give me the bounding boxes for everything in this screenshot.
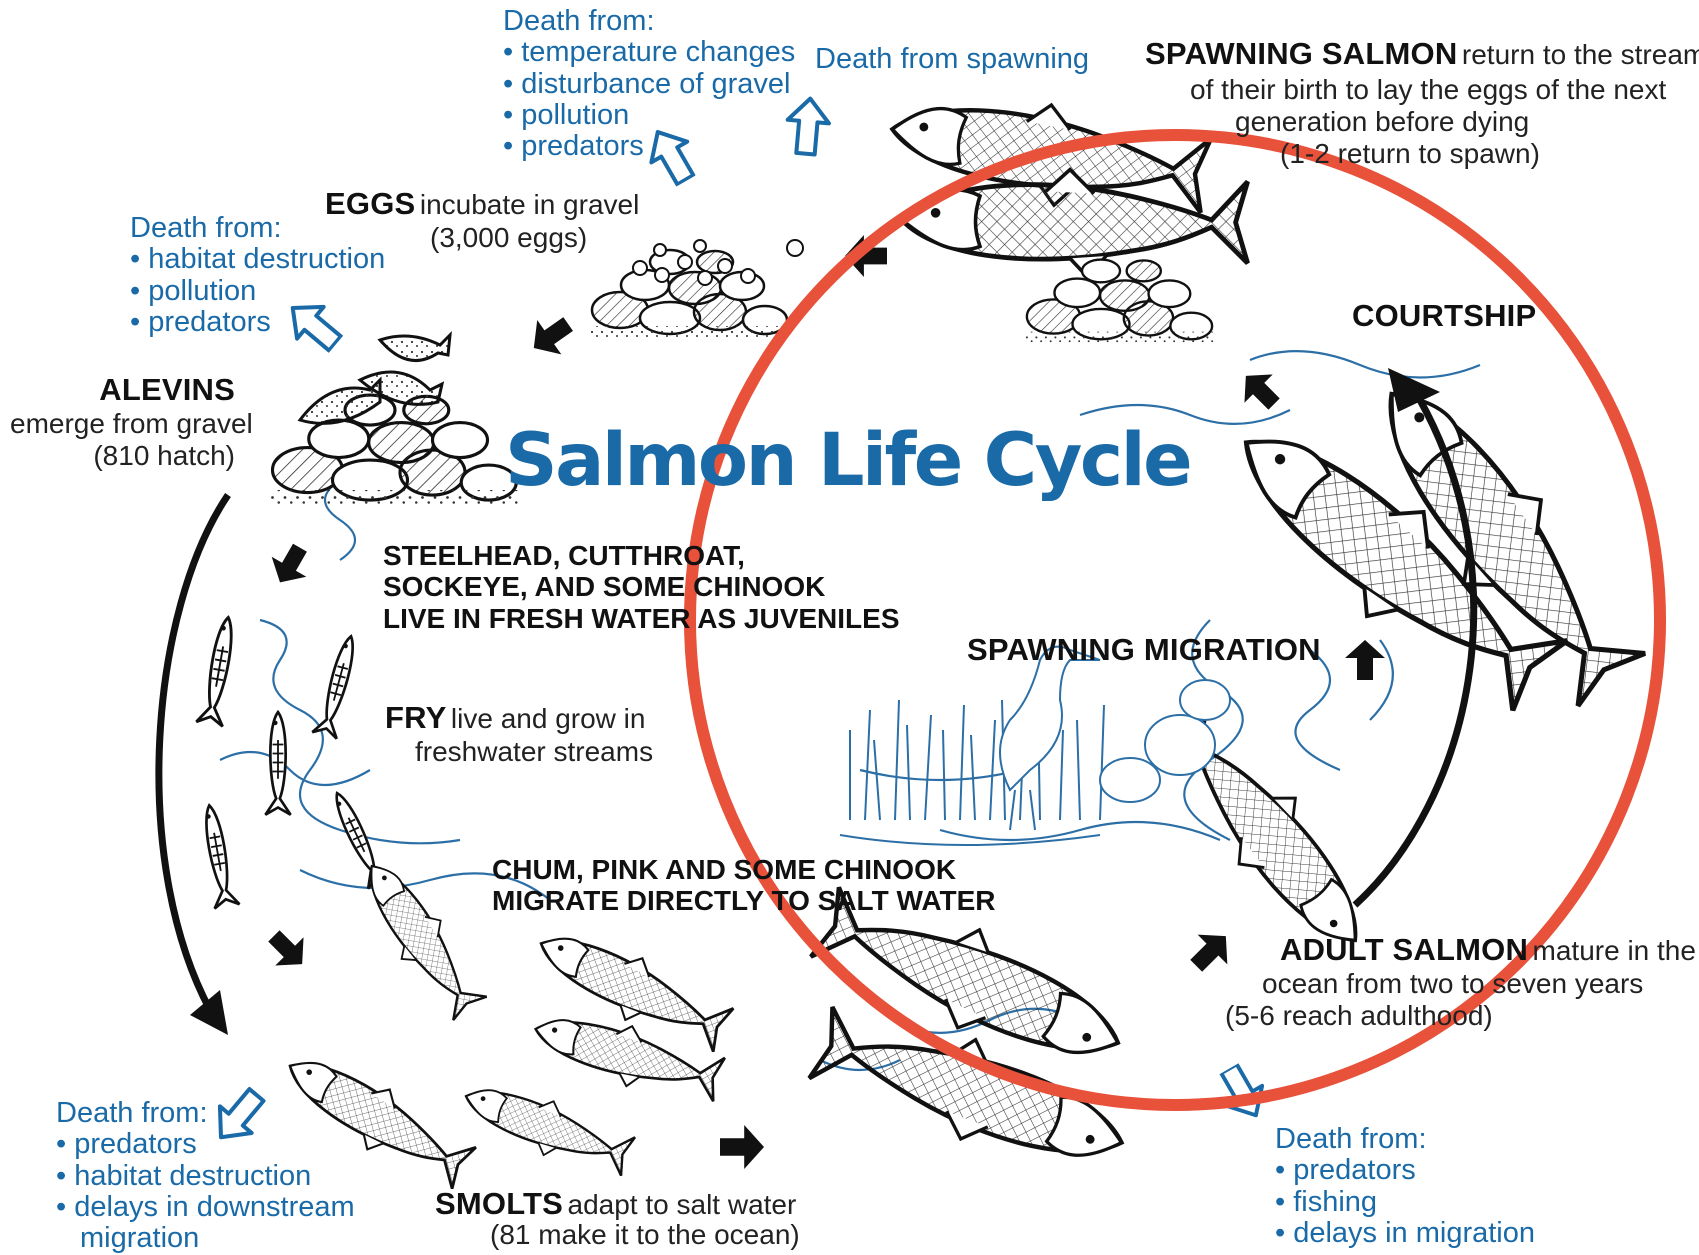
fry-illustration	[196, 615, 390, 908]
freshwater-note-line3: LIVE IN FRESH WATER AS JUVENILES	[383, 603, 900, 634]
death-adults-item: fishing	[1275, 1187, 1535, 1218]
death-smolts-item: predators	[56, 1129, 355, 1160]
adult-salmon-line2: ocean from two to seven years	[1262, 968, 1643, 1000]
sweep-arrowhead-left	[190, 990, 228, 1035]
smolts-label: SMOLTS adapt to salt water	[435, 1186, 796, 1222]
death-smolts-head: Death from:	[56, 1098, 355, 1129]
eggs-line2: (3,000 eggs)	[430, 222, 587, 254]
eggs-illustration	[590, 240, 803, 340]
fry-line1: live and grow in	[451, 703, 646, 734]
death-alevins-item: predators	[130, 307, 385, 338]
smolts-line2: (81 make it to the ocean)	[490, 1219, 800, 1251]
alevins-head: ALEVINS	[10, 372, 235, 408]
alevins-line1: emerge from gravel	[10, 408, 235, 440]
death-smolts-item: delays in downstream	[56, 1192, 355, 1223]
adult-salmon-head: ADULT SALMON	[1280, 932, 1528, 967]
fry-line2: freshwater streams	[415, 736, 653, 768]
death-alevins-head: Death from:	[130, 213, 385, 244]
alevins-label: ALEVINS emerge from gravel (810 hatch)	[10, 372, 235, 473]
saltwater-note-line2: MIGRATE DIRECTLY TO SALT WATER	[492, 885, 996, 916]
death-smolts: Death from: predators habitat destructio…	[56, 1098, 355, 1255]
freshwater-note-line2: SOCKEYE, AND SOME CHINOOK	[383, 571, 900, 602]
spawning-salmon-line4: (1-2 return to spawn)	[1280, 138, 1540, 170]
eggs-line1: incubate in gravel	[420, 189, 639, 220]
adult-salmon-line3: (5-6 reach adulthood)	[1225, 1000, 1493, 1032]
death-alevins-item: habitat destruction	[130, 244, 385, 275]
death-spawning: Death from spawning	[815, 44, 1089, 75]
spawning-salmon-illustration	[885, 84, 1247, 345]
saltwater-note-line1: CHUM, PINK AND SOME CHINOOK	[492, 854, 996, 885]
freshwater-note: STEELHEAD, CUTTHROAT, SOCKEYE, AND SOME …	[383, 540, 900, 634]
fry-label: FRY live and grow in	[385, 700, 645, 736]
death-adults-item: predators	[1275, 1155, 1535, 1186]
death-adults-head: Death from:	[1275, 1124, 1535, 1155]
adult-salmon-label: ADULT SALMON mature in the	[1280, 932, 1696, 968]
spawning-salmon-line3: generation before dying	[1235, 106, 1529, 138]
death-smolts-cont: migration	[56, 1223, 355, 1254]
death-adults-item: delays in migration	[1275, 1218, 1535, 1249]
spawning-migration-label: SPAWNING MIGRATION	[967, 632, 1321, 668]
smolts-line1: adapt to salt water	[568, 1189, 797, 1220]
death-eggs-head: Death from:	[503, 6, 795, 37]
alevins-illustration	[270, 335, 520, 508]
death-eggs-item: disturbance of gravel	[503, 69, 795, 100]
spawning-salmon-line2: of their birth to lay the eggs of the ne…	[1190, 74, 1666, 106]
smolts-head: SMOLTS	[435, 1186, 563, 1221]
spawning-salmon-line1: return to the stream	[1462, 39, 1699, 70]
death-smolts-item: habitat destruction	[56, 1161, 355, 1192]
adult-salmon-line1: mature in the	[1533, 935, 1696, 966]
heron-and-reeds	[840, 647, 1230, 845]
fry-head: FRY	[385, 700, 446, 735]
death-adults: Death from: predators fishing delays in …	[1275, 1124, 1535, 1249]
death-eggs-item: predators	[503, 131, 795, 162]
courtship-label: COURTSHIP	[1352, 298, 1536, 334]
death-eggs-item: temperature changes	[503, 37, 795, 68]
spawning-salmon-label: SPAWNING SALMON return to the stream	[1145, 36, 1699, 72]
death-alevins: Death from: habitat destruction pollutio…	[130, 213, 385, 338]
death-eggs-item: pollution	[503, 100, 795, 131]
saltwater-note: CHUM, PINK AND SOME CHINOOK MIGRATE DIRE…	[492, 854, 996, 917]
death-eggs: Death from: temperature changes disturba…	[503, 6, 795, 163]
death-alevins-item: pollution	[130, 276, 385, 307]
diagram-title: Salmon Life Cycle	[505, 418, 1190, 503]
spawning-salmon-head: SPAWNING SALMON	[1145, 36, 1457, 71]
alevins-line2: (810 hatch)	[10, 440, 235, 472]
freshwater-note-line1: STEELHEAD, CUTTHROAT,	[383, 540, 900, 571]
